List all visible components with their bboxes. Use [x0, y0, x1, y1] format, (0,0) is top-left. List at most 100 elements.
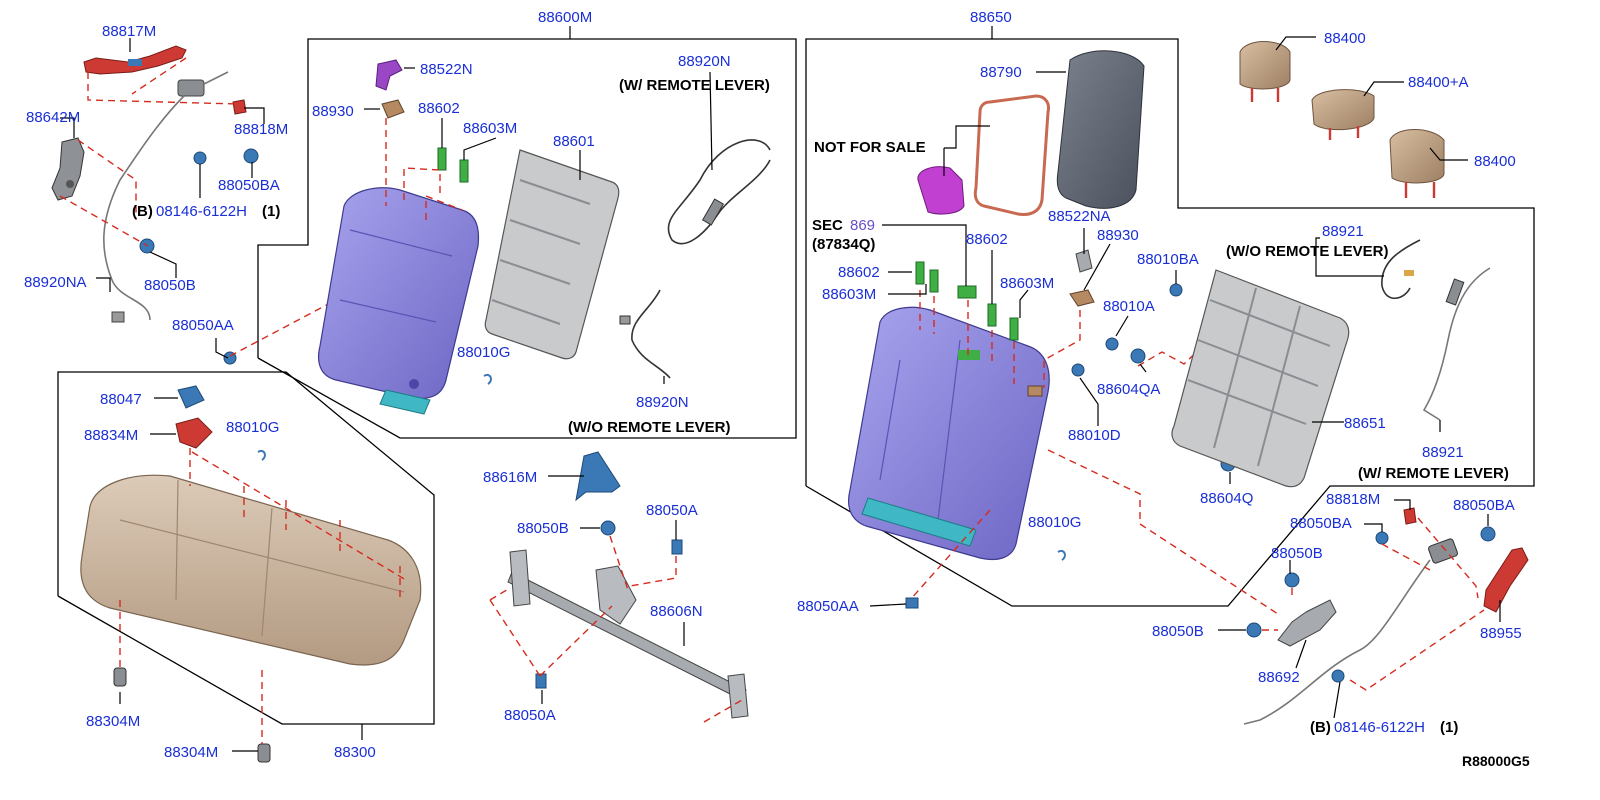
bracket-88522N — [375, 59, 403, 91]
label-sec-87834Q: (87834Q) — [812, 236, 875, 253]
label-88920N-wo: 88920N — [636, 394, 689, 411]
cable-88920N-w — [667, 139, 771, 245]
bracket-88616M — [575, 451, 621, 502]
label-sec: SEC — [812, 217, 843, 234]
label-88642M: 88642M — [26, 109, 80, 126]
label-88010G-mid: 88010G — [226, 419, 279, 436]
latch-88818M-right — [1403, 507, 1417, 525]
label-88601: 88601 — [553, 133, 595, 150]
bolts-88602-88603M-right — [915, 261, 1019, 341]
label-88304M-a: 88304M — [86, 713, 140, 730]
seatback-88650 — [847, 306, 1050, 561]
label-88602-right-b: 88602 — [966, 231, 1008, 248]
leader-lines — [60, 36, 1501, 752]
bracket-88642M — [51, 137, 85, 201]
bracket-88930-left — [381, 99, 405, 119]
label-88400-top: 88400 — [1324, 30, 1366, 47]
clip-88010G-left — [483, 374, 492, 385]
label-88050B-left: 88050B — [144, 277, 196, 294]
cable-88920NA — [103, 71, 229, 323]
diagram-code: R88000G5 — [1462, 753, 1530, 769]
label-88050B-right-a: 88050B — [1271, 545, 1323, 562]
label-88050A-top: 88050A — [646, 502, 698, 519]
label-w-remote-left: (W/ REMOTE LEVER) — [619, 77, 770, 94]
label-88603M-right-a: 88603M — [822, 286, 876, 303]
label-sec-869: 869 — [850, 217, 875, 234]
label-88300: 88300 — [334, 744, 376, 761]
frame-88650 — [805, 26, 1535, 607]
frame-88300 — [57, 371, 435, 740]
label-88522NA: 88522NA — [1048, 208, 1111, 225]
label-88010G-right: 88010G — [1028, 514, 1081, 531]
label-88818M-right: 88818M — [1326, 491, 1380, 508]
label-88604QA: 88604QA — [1097, 381, 1160, 398]
cupholder-not-for-sale — [917, 166, 965, 215]
label-b-left: (B) — [132, 203, 153, 220]
frame-88651 — [1171, 269, 1350, 488]
latch-88818M-left — [232, 99, 247, 115]
cable-88920N-wo — [619, 289, 671, 379]
label-wo-remote-left: (W/O REMOTE LEVER) — [568, 419, 731, 436]
frame-88601 — [484, 149, 620, 360]
label-88817M: 88817M — [102, 23, 156, 40]
label-88050BA-left: 88050BA — [218, 177, 280, 194]
label-88651: 88651 — [1344, 415, 1386, 432]
headrest-88400-bottom — [1389, 129, 1445, 198]
label-88921-w: 88921 — [1422, 444, 1464, 461]
bezel-88790 — [973, 94, 1050, 216]
clip-88304M-b — [257, 743, 271, 763]
label-88602-left: 88602 — [418, 100, 460, 117]
label-88834M: 88834M — [84, 427, 138, 444]
cable-88921-w — [1422, 267, 1491, 421]
label-88604Q: 88604Q — [1200, 490, 1253, 507]
label-88050AA-right: 88050AA — [797, 598, 859, 615]
label-88955: 88955 — [1480, 625, 1522, 642]
label-88010G-left: 88010G — [457, 344, 510, 361]
label-88304M-b: 88304M — [164, 744, 218, 761]
label-88047: 88047 — [100, 391, 142, 408]
bolt-88602-left — [437, 147, 447, 171]
label-08146-right: 08146-6122H — [1334, 719, 1425, 736]
cushion-88300 — [80, 474, 422, 666]
label-88050BA-right-b: 88050BA — [1453, 497, 1515, 514]
label-88522N: 88522N — [420, 61, 473, 78]
bar-88606N — [507, 549, 749, 719]
label-qty-right: (1) — [1440, 719, 1458, 736]
label-88600M: 88600M — [538, 9, 592, 26]
label-b-right: (B) — [1310, 719, 1331, 736]
label-88400A: 88400+A — [1408, 74, 1468, 91]
frame-88600M — [257, 26, 797, 439]
bracket-88692 — [1277, 599, 1337, 647]
bracket-88817M — [83, 45, 187, 75]
label-88930-right: 88930 — [1097, 227, 1139, 244]
label-wo-remote-right: (W/O REMOTE LEVER) — [1226, 243, 1389, 260]
label-88400-bottom: 88400 — [1474, 153, 1516, 170]
label-88920N-w: 88920N — [678, 53, 731, 70]
headrest-88400-top — [1239, 41, 1291, 102]
label-08146-left: 08146-6122H — [156, 203, 247, 220]
seatback-88600M — [317, 187, 480, 415]
bolt-88603M-left — [459, 159, 469, 183]
clips-88050-right — [1246, 526, 1496, 683]
bolt-88050A-bottom — [535, 673, 547, 689]
cable-88921-wo — [1381, 239, 1421, 300]
label-88010A: 88010A — [1103, 298, 1155, 315]
label-88602-right-a: 88602 — [838, 264, 880, 281]
label-88050A-bottom: 88050A — [504, 707, 556, 724]
label-88050AA-left: 88050AA — [172, 317, 234, 334]
trim-sec869 — [957, 285, 977, 299]
label-88603M-left: 88603M — [463, 120, 517, 137]
bracket-88047 — [177, 385, 205, 409]
clip-88050B-center — [600, 520, 616, 536]
label-88790: 88790 — [980, 64, 1022, 81]
latch-box-right — [1243, 538, 1458, 725]
label-88010BA: 88010BA — [1137, 251, 1199, 268]
headrest-88400A — [1311, 89, 1375, 140]
bracket-88955 — [1483, 547, 1529, 613]
clip-88010G-mid — [257, 450, 266, 461]
label-88692: 88692 — [1258, 669, 1300, 686]
label-88818M-left: 88818M — [234, 121, 288, 138]
bolt-88050A-top — [671, 539, 683, 555]
labels: 88817M 88818M 88642M 88050BA (B) 08146-6… — [24, 9, 1530, 769]
label-88616M: 88616M — [483, 469, 537, 486]
